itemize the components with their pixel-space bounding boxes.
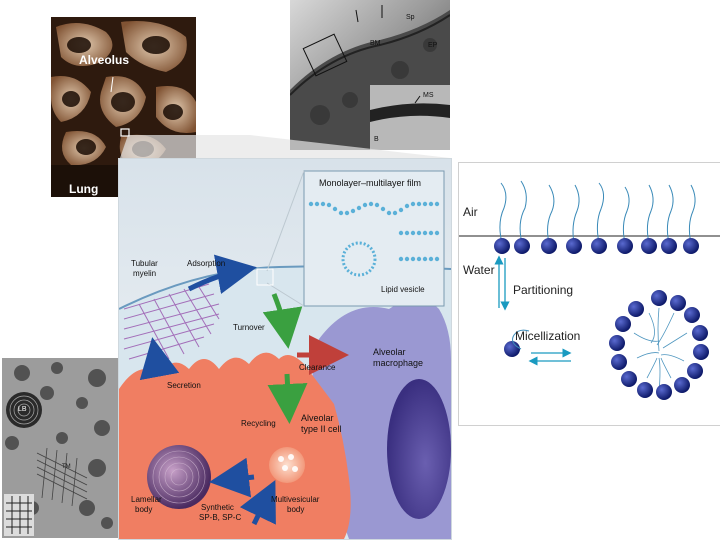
lung-micrograph: Alveolus Lung [51, 17, 196, 197]
tem-label-ms: MS [423, 92, 434, 99]
macrophage-label-1: Alveolar [373, 347, 406, 357]
surfactant-diagram-art [459, 180, 720, 400]
adsorption-label: Adsorption [187, 259, 226, 268]
alveolar-diagram-art [119, 159, 451, 539]
tem-micrograph: Sp BM EP MS B [290, 0, 450, 150]
tem-label-sp: Sp [406, 14, 415, 21]
tubular-myelin-label-1: Tubular [131, 259, 158, 268]
tem-label-ep: EP [428, 42, 438, 49]
recycling-label: Recycling [241, 419, 276, 428]
lipid-vesicle-label: Lipid vesicle [381, 285, 425, 294]
micelle-heads [609, 290, 709, 400]
turnover-label: Turnover [233, 323, 265, 332]
macrophage-label-2: macrophage [373, 358, 424, 368]
secretion-label: Secretion [167, 381, 201, 390]
tem-lamellar-image [2, 358, 118, 538]
synthetic-label-1: Synthetic [201, 503, 234, 512]
type2-cell-label-1: Alveolar [301, 413, 334, 423]
air-label: Air [463, 205, 478, 219]
tem-label-bm: BM [370, 40, 381, 47]
multivesicular-label-2: body [287, 505, 305, 514]
alveolar-diagram: Monolayer–multilayer film Lipid vesicle … [118, 158, 452, 540]
tubular-myelin-label-2: myelin [133, 269, 157, 278]
clearance-label: Clearance [299, 363, 336, 372]
tem-lb-label: LB [18, 406, 27, 413]
lung-label: Lung [69, 182, 99, 196]
tem-label-b: B [374, 136, 379, 143]
film-title: Monolayer–multilayer film [319, 178, 422, 188]
lamellar-body-label-2: body [135, 505, 153, 514]
partitioning-label: Partitioning [513, 283, 574, 297]
multivesicular-label-1: Multivesicular [271, 495, 320, 504]
tem-lamellar-inset: LB TM [2, 358, 118, 538]
type2-cell-label-2: type II cell [301, 424, 342, 434]
micellization-label: Micellization [515, 329, 581, 343]
surfactant-diagram: Air Water Partitioning Micellization [458, 162, 720, 426]
synthetic-label-2: SP-B, SP-C [199, 513, 242, 522]
water-label: Water [463, 263, 495, 277]
tem-micrograph-image [290, 0, 450, 150]
alveolus-label: Alveolus [79, 53, 130, 67]
tem-tm-label: TM [62, 464, 71, 470]
lamellar-body-label-1: Lamellar [131, 495, 162, 504]
